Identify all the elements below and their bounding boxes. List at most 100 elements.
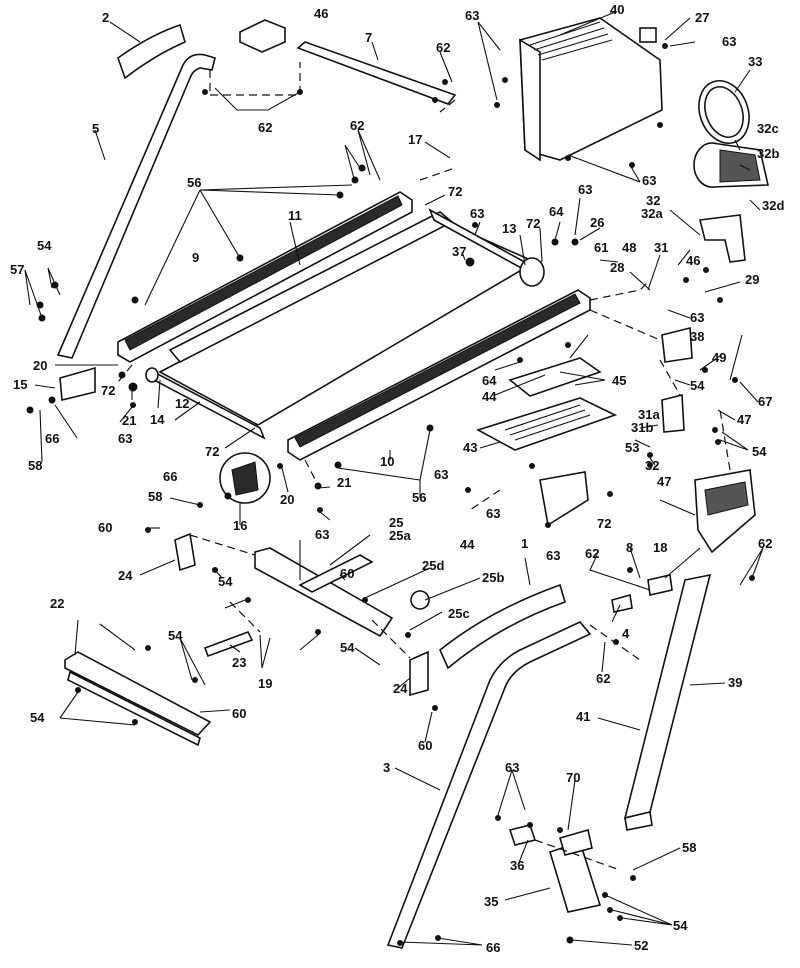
label-24-right: 24	[393, 681, 408, 696]
label-52: 53	[625, 440, 639, 455]
label-56-left: 58	[28, 458, 42, 473]
upright-cover-part	[439, 583, 566, 670]
label-41: 43	[463, 440, 477, 455]
label-32d: 32d	[762, 198, 784, 213]
clip-part	[508, 824, 537, 846]
label-67: 70	[566, 770, 580, 785]
label-4: 4	[622, 626, 630, 641]
label-3: 3	[383, 760, 390, 775]
label-63-lower: 63	[505, 760, 519, 775]
label-62-console: 62	[585, 546, 599, 561]
label-63-decal: 63	[722, 34, 736, 49]
handle-bracket-part	[647, 574, 673, 596]
label-60: 58	[682, 840, 696, 855]
label-63-base: 63	[315, 527, 329, 542]
label-21-left: 21	[122, 413, 136, 428]
label-65-left: 66	[45, 431, 59, 446]
label-62-right: 62	[436, 40, 450, 55]
label-53-base: 54	[218, 574, 233, 589]
label-48: 48	[622, 240, 636, 255]
label-64-top: 64	[549, 204, 564, 219]
bottom-plate-part	[475, 397, 618, 451]
label-34: 35	[484, 894, 498, 909]
label-31b: 32	[645, 458, 659, 473]
label-13: 13	[502, 221, 516, 236]
label-38: 41	[576, 709, 590, 724]
label-63-cover: 63	[546, 548, 560, 563]
left-upright-part	[56, 53, 216, 359]
label-63-mid-bottom: 63	[434, 467, 448, 482]
label-54-top: 56	[187, 175, 201, 190]
label-14: 14	[150, 412, 165, 427]
label-20-right: 20	[280, 492, 294, 507]
label-53-right: 54	[752, 444, 767, 459]
label-25b: 25b	[482, 570, 504, 585]
bracket-24-part	[409, 650, 429, 697]
motor-mount-part	[699, 214, 746, 263]
label-31: 31a	[638, 407, 660, 422]
label-20-left: 20	[33, 358, 47, 373]
label-53-right-top: 54	[690, 378, 705, 393]
label-24-left: 24	[118, 568, 133, 583]
crossbar-part	[296, 41, 457, 105]
right-frame-rail-part	[287, 289, 591, 461]
top-bracket-part	[239, 19, 286, 53]
bracket-31-part	[661, 393, 685, 433]
label-63-left: 63	[118, 431, 132, 446]
label-61: 61	[594, 240, 608, 255]
label-25a: 25a	[389, 528, 411, 543]
label-65-right: 66	[163, 469, 177, 484]
label-9: 9	[192, 250, 199, 265]
label-69: 72	[597, 516, 611, 531]
part-number-labels: 2 46 7 5 62 62 63 40 27 63 33 32c 32b 63…	[10, 2, 784, 955]
label-63-hood-bottom: 63	[642, 173, 656, 188]
label-25d: 25d	[422, 558, 444, 573]
label-5: 5	[92, 121, 99, 136]
label-63-tray: 63	[486, 506, 500, 521]
label-2: 2	[102, 10, 109, 25]
label-42: 44	[460, 537, 475, 552]
label-12: 12	[175, 396, 189, 411]
label-58-top: 60	[340, 566, 354, 581]
label-25c: 25c	[448, 606, 470, 621]
label-29: 29	[745, 272, 759, 287]
label-27: 27	[695, 10, 709, 25]
lower-bracket-part	[549, 828, 602, 913]
label-65-bottom: 66	[486, 940, 500, 955]
label-53-bottom: 54	[673, 918, 688, 933]
label-63-right: 63	[578, 182, 592, 197]
label-40: 40	[610, 2, 624, 17]
handle-cap-part	[117, 23, 186, 80]
label-7: 7	[365, 30, 372, 45]
right-upright-part	[386, 621, 592, 949]
front-roller-part	[145, 367, 266, 440]
label-6: 46	[314, 6, 328, 21]
label-62-lower: 62	[596, 671, 610, 686]
label-21-right: 21	[337, 475, 351, 490]
bracket-39-part	[661, 326, 693, 363]
label-63-hood: 63	[465, 8, 479, 23]
motor-tray-part	[508, 357, 602, 397]
label-47: 47	[737, 412, 751, 427]
axle-part	[203, 630, 254, 658]
label-57-right: 60	[418, 738, 432, 753]
rear-base-part	[64, 651, 212, 747]
label-26: 26	[590, 215, 604, 230]
label-28: 28	[610, 260, 624, 275]
left-frame-rail-part	[117, 191, 413, 363]
label-63-bracket: 63	[690, 310, 704, 325]
left-foot-cap-part	[59, 366, 96, 401]
label-25: 25	[389, 515, 403, 530]
bracket-4-part	[611, 593, 633, 613]
label-18-top: 18	[653, 540, 667, 555]
label-57-left: 60	[98, 520, 112, 535]
label-23: 23	[232, 655, 246, 670]
label-44: 45	[612, 373, 626, 388]
label-36: 37	[452, 244, 466, 259]
label-58-bottom: 60	[232, 706, 246, 721]
console-mast-part	[623, 573, 712, 831]
label-56-right: 58	[148, 489, 162, 504]
label-8: 8	[626, 540, 633, 555]
label-33: 33	[748, 54, 762, 69]
